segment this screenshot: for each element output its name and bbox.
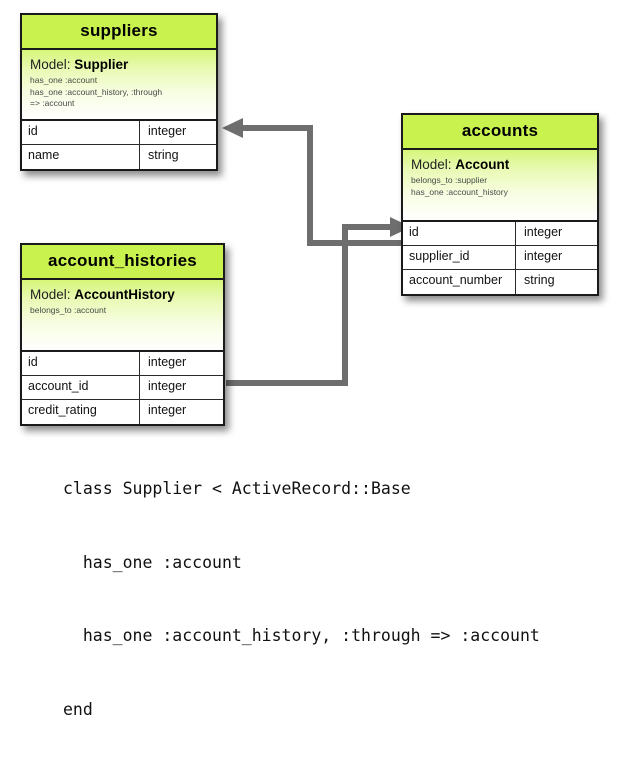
field-type: integer <box>148 379 187 393</box>
code-line-blank <box>63 771 623 776</box>
association-line: has_one :account <box>30 75 98 85</box>
table-row[interactable]: id integer <box>22 121 216 145</box>
model-label: Model: <box>30 287 71 302</box>
model-label: Model: <box>411 157 452 172</box>
model-name-line: Model: Supplier <box>30 57 209 72</box>
entity-model-accounts: Model: Account belongs_to :supplier has_… <box>403 150 597 222</box>
code-line: has_one :account <box>63 552 242 572</box>
field-type: integer <box>524 225 563 239</box>
field-list-suppliers: id integer name string <box>22 121 216 169</box>
table-row[interactable]: account_number string <box>403 270 597 294</box>
association-line: has_one :account_history, :through <box>30 86 163 97</box>
code-line: end <box>63 699 93 719</box>
field-name: name <box>22 145 140 169</box>
table-row[interactable]: supplier_id integer <box>403 246 597 270</box>
entity-title-suppliers: suppliers <box>22 15 216 50</box>
connector-histories-to-accounts <box>226 217 411 386</box>
association-line: => :account <box>30 98 75 108</box>
field-type: integer <box>148 355 187 369</box>
model-class-name: AccountHistory <box>74 287 175 302</box>
association-line: has_one :account_history <box>411 186 508 197</box>
field-name: id <box>22 121 140 144</box>
code-line: class Supplier < ActiveRecord::Base <box>63 479 411 498</box>
table-row[interactable]: id integer <box>403 222 597 246</box>
field-name: id <box>403 222 516 245</box>
field-type: integer <box>148 124 187 138</box>
model-label: Model: <box>30 57 71 72</box>
field-name: account_number <box>403 270 516 294</box>
entity-model-suppliers: Model: Supplier has_one :account has_one… <box>22 50 216 121</box>
model-class-name: Account <box>455 157 510 172</box>
association-line: belongs_to :supplier <box>411 175 488 185</box>
entity-model-account-histories: Model: AccountHistory belongs_to :accoun… <box>22 280 223 352</box>
field-type: string <box>148 148 179 162</box>
field-name: credit_rating <box>22 400 140 424</box>
table-row[interactable]: credit_rating integer <box>22 400 223 424</box>
connector-accounts-to-suppliers <box>222 118 401 246</box>
model-name-line: Model: Account <box>411 157 590 172</box>
field-type: integer <box>524 249 563 263</box>
entity-accounts[interactable]: accounts Model: Account belongs_to :supp… <box>401 113 599 296</box>
table-row[interactable]: name string <box>22 145 216 169</box>
model-name-line: Model: AccountHistory <box>30 287 216 302</box>
field-name: account_id <box>22 376 140 399</box>
field-name: id <box>22 352 140 375</box>
table-row[interactable]: id integer <box>22 352 223 376</box>
model-class-name: Supplier <box>74 57 129 72</box>
field-list-accounts: id integer supplier_id integer account_n… <box>403 222 597 294</box>
entity-account-histories[interactable]: account_histories Model: AccountHistory … <box>20 243 225 426</box>
entity-title-accounts: accounts <box>403 115 597 150</box>
field-type: integer <box>148 403 187 417</box>
ruby-code-block: class Supplier < ActiveRecord::Base has_… <box>63 428 623 776</box>
table-row[interactable]: account_id integer <box>22 376 223 400</box>
field-name: supplier_id <box>403 246 516 269</box>
field-list-account-histories: id integer account_id integer credit_rat… <box>22 352 223 424</box>
entity-suppliers[interactable]: suppliers Model: Supplier has_one :accou… <box>20 13 218 171</box>
code-line: has_one :account_history, :through => :a… <box>63 626 540 645</box>
association-line: belongs_to :account <box>30 305 107 315</box>
field-type: string <box>524 273 555 287</box>
entity-title-account-histories: account_histories <box>22 245 223 280</box>
arrowhead-suppliers <box>222 118 243 138</box>
